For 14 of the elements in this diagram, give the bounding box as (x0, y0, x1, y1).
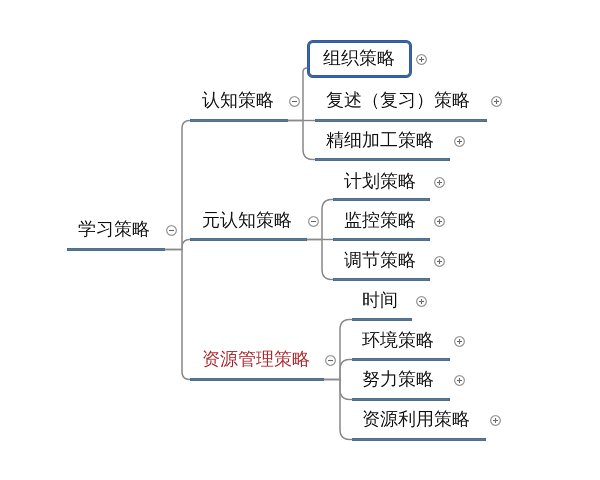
central-topic: 学习策略 (67, 218, 165, 251)
topic-label: 努力策略 (352, 368, 450, 401)
topic-label: 计划策略 (333, 170, 430, 201)
topic-label: 资源管理策略 (190, 348, 324, 381)
topic-label: 资源利用策略 (352, 408, 486, 441)
topic-label: 时间 (352, 289, 412, 321)
topic-label: 监控策略 (333, 209, 430, 241)
topic-label: 调节策略 (333, 249, 430, 281)
topic-label: 认知策略 (190, 89, 288, 122)
topic-label: 环境策略 (352, 329, 450, 361)
topic-box: 组织策略 (307, 40, 412, 78)
topic-label: 精细加工策略 (315, 129, 450, 161)
topic-label: 复述（复习）策略 (315, 89, 487, 122)
topic-label: 元认知策略 (190, 209, 307, 241)
